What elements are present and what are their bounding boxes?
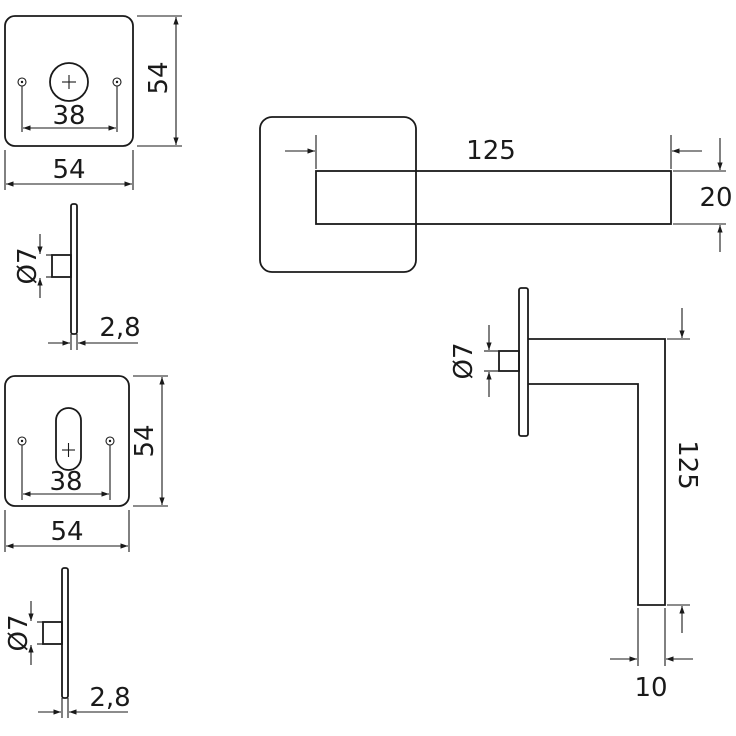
handle-rosette-side (518, 287, 529, 437)
plus-icon (62, 443, 75, 457)
dim-spindle-diameter: Ø7 (13, 247, 43, 284)
dim-rosette-thickness: 2,8 (89, 683, 130, 713)
rosette-keyhole-front-view: 38 54 54 (4, 375, 168, 552)
rosette-plate-side (61, 567, 69, 699)
spindle-stub (498, 350, 520, 372)
screw-hole-icon (17, 436, 27, 446)
dim-spindle-diameter: Ø7 (4, 614, 34, 651)
rosette-round-front-view: 38 54 54 (4, 15, 182, 190)
dim-screw-spacing-38: 38 (49, 467, 82, 497)
dim-rosette-thickness: 2,8 (99, 313, 140, 343)
dim-spindle-diameter: Ø7 (449, 342, 479, 379)
dim-rosette-height-54: 54 (144, 61, 174, 94)
plus-icon (62, 75, 76, 89)
lever-handle-side-view: Ø7 125 10 (449, 287, 702, 703)
keyhole-slot-icon (55, 407, 82, 471)
spindle-stub (42, 621, 63, 645)
spindle-stub (51, 254, 72, 278)
lever-handle-top-view: 125 20 (259, 116, 733, 273)
dim-rosette-height-54: 54 (130, 424, 160, 457)
dim-lever-width-20: 20 (699, 183, 732, 213)
screw-hole-icon (112, 77, 122, 87)
dim-rosette-width-54: 54 (52, 155, 85, 185)
dim-rosette-width-54: 54 (50, 517, 83, 547)
screw-hole-icon (17, 77, 27, 87)
rosette-round-side-view: Ø7 2,8 (13, 203, 141, 350)
handle-rosette-outline (259, 116, 417, 273)
dim-lever-length-125: 125 (466, 136, 516, 166)
rosette-outline (4, 15, 134, 147)
spindle-hole (49, 62, 89, 102)
dim-lever-drop-125: 125 (672, 440, 702, 490)
rosette-keyhole-side-view: Ø7 2,8 (4, 567, 131, 718)
rosette-plate-side (70, 203, 78, 335)
rosette-outline (4, 375, 130, 507)
lever-arm-top (315, 170, 672, 225)
screw-hole-icon (105, 436, 115, 446)
dim-screw-spacing-38: 38 (52, 101, 85, 131)
dim-lever-depth-10: 10 (634, 673, 667, 703)
lever-arm-side (528, 338, 666, 606)
